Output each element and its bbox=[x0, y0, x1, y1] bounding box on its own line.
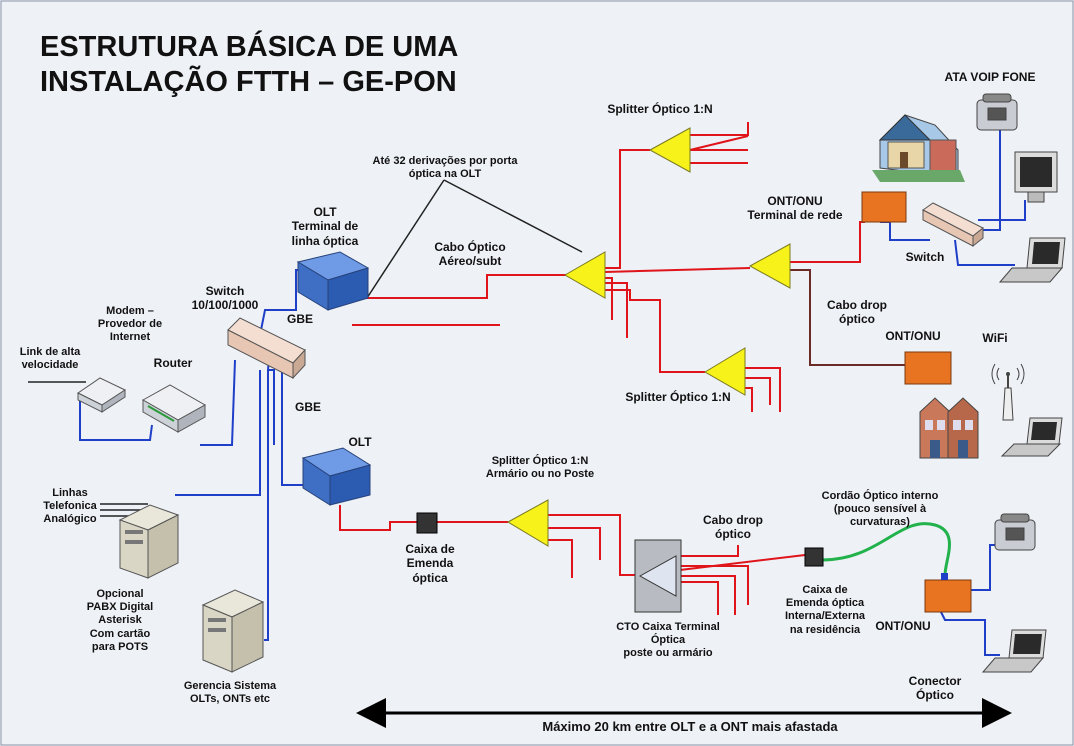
laptop-icon bbox=[981, 237, 1066, 673]
ont-bottom-label: ONT/ONU bbox=[875, 619, 931, 633]
caixa-emenda-label: Caixa de Emenda óptica bbox=[405, 542, 455, 585]
router-label: Router bbox=[153, 356, 193, 370]
gbe-top-label: GBE bbox=[286, 312, 313, 326]
splitter-main bbox=[563, 251, 606, 299]
splitter-mid bbox=[704, 347, 746, 396]
internal-cord bbox=[821, 522, 951, 576]
ont-icon bbox=[861, 191, 972, 613]
switch-left-label: Switch 10/100/1000 bbox=[191, 284, 259, 313]
splitter-mid-label: Splitter Óptico 1:N bbox=[625, 390, 731, 404]
switch-icon bbox=[227, 202, 984, 380]
splitter-right bbox=[748, 243, 791, 289]
page-title: ESTRUTURA BÁSICA DE UMA INSTALAÇÃO FTTH … bbox=[40, 30, 458, 100]
link-label: Link de alta velocidade bbox=[19, 346, 81, 372]
olt-icon bbox=[296, 251, 372, 506]
cordao-label: Cordão Óptico interno (pouco sensível à … bbox=[821, 490, 939, 529]
title-line1: ESTRUTURA BÁSICA DE UMA bbox=[40, 31, 459, 63]
gerencia-label: Gerencia Sistema OLTs, ONTs etc bbox=[183, 680, 277, 706]
router-icon bbox=[141, 384, 207, 433]
cto-icon bbox=[634, 539, 682, 613]
cto-label: CTO Caixa Terminal Óptica poste ou armár… bbox=[616, 621, 720, 660]
ont-mid-label: ONT/ONU bbox=[885, 329, 941, 343]
modem-label: Modem – Provedor de Internet bbox=[97, 305, 163, 344]
linhas-label: Linhas Telefonica Analógico bbox=[43, 487, 97, 526]
opcional-label: Opcional PABX Digital Asterisk Com cartã… bbox=[86, 588, 154, 653]
ont-top-label: ONT/ONU Terminal de rede bbox=[747, 194, 843, 223]
gbe-bottom-label: GBE bbox=[294, 400, 321, 414]
ata-voip-label: ATA VOIP FONE bbox=[944, 70, 1036, 84]
drop-cable bbox=[790, 269, 905, 366]
splice-box-icon bbox=[416, 512, 438, 534]
monitor-icon bbox=[1014, 151, 1058, 203]
copper-lines bbox=[79, 130, 1026, 656]
fiber-lines bbox=[339, 122, 865, 615]
server-icon bbox=[118, 504, 265, 673]
splitter-armario-label: Splitter Óptico 1:N Armário ou no Poste bbox=[485, 455, 595, 481]
maximo-label: Máximo 20 km entre OLT e a ONT mais afas… bbox=[542, 719, 838, 734]
olt-terminal-label: OLT Terminal de linha óptica bbox=[291, 205, 359, 248]
cabo-drop-bottom-label: Cabo drop óptico bbox=[703, 513, 763, 542]
phone-icon bbox=[976, 93, 1036, 551]
splitter-top bbox=[648, 127, 691, 173]
cabo-optico-label: Cabo Óptico Aéreo/subt bbox=[434, 240, 506, 269]
title-line2: INSTALAÇÃO FTTH – GE-PON bbox=[40, 65, 457, 98]
switch-right-label: Switch bbox=[905, 250, 945, 264]
splitter-icon bbox=[506, 127, 791, 547]
derivacoes-label: Até 32 derivações por porta óptica na OL… bbox=[372, 155, 518, 181]
house-icon bbox=[872, 114, 979, 459]
olt-bottom-label: OLT bbox=[348, 435, 372, 449]
wifi-label: WiFi bbox=[982, 331, 1008, 345]
caixa-emenda-res-label: Caixa de Emenda óptica Interna/Externa n… bbox=[784, 584, 866, 636]
splitter-armario bbox=[506, 499, 549, 547]
wifi-antenna-icon bbox=[991, 363, 1025, 421]
modem-icon bbox=[77, 377, 127, 413]
cabo-drop-top-label: Cabo drop óptico bbox=[827, 298, 887, 327]
splitter-top-label: Splitter Óptico 1:N bbox=[607, 102, 713, 116]
conector-label: Conector Óptico bbox=[908, 674, 962, 703]
splice-box-home-icon bbox=[804, 547, 824, 567]
